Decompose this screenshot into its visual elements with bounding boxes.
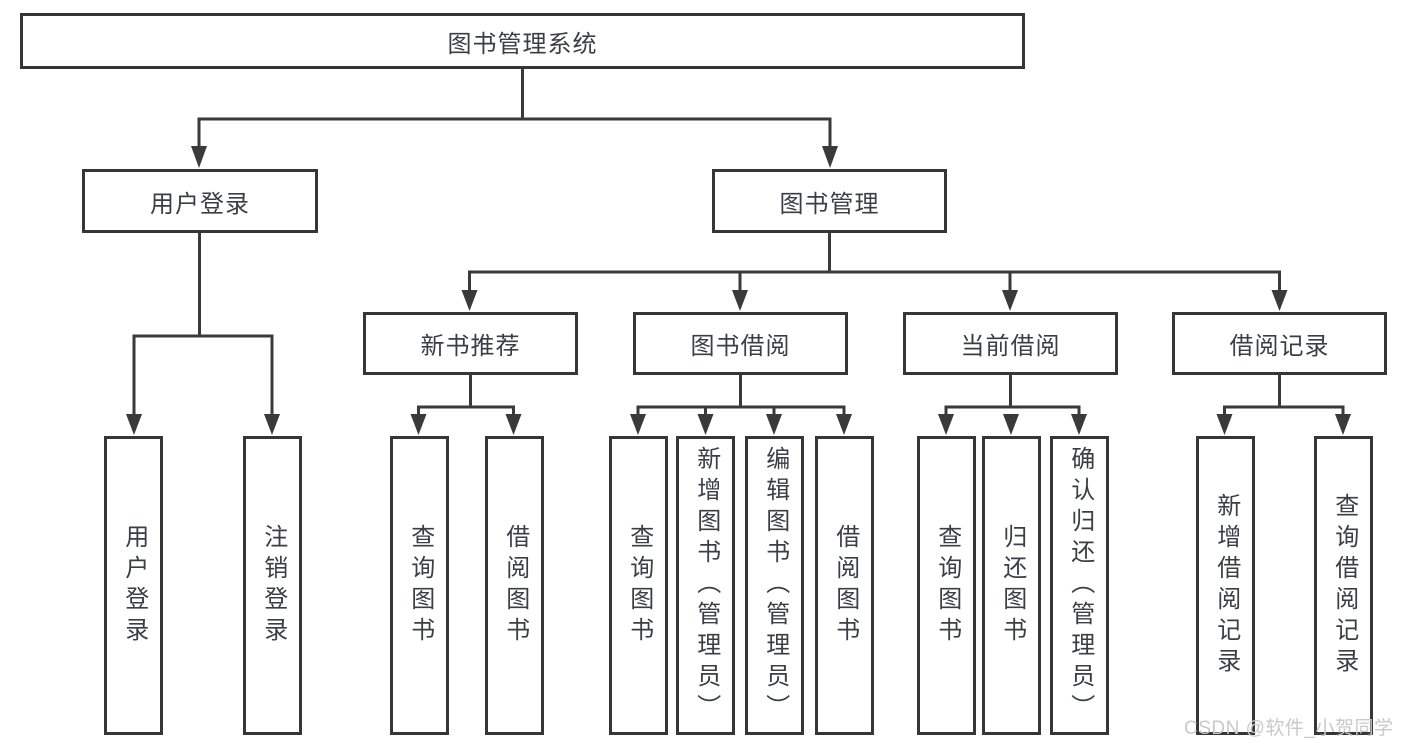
node-label: 借阅记录	[1229, 333, 1330, 360]
csdn-watermark: CSDN @软件_小贺同学	[1184, 718, 1394, 739]
node-label: 新增图书（管理员）	[692, 446, 720, 725]
node-label: 当前借阅	[960, 333, 1061, 360]
node-borrow-records: 借阅记录	[1172, 312, 1387, 375]
node-label: 借阅图书	[831, 523, 859, 648]
leaf-confirm-return-admin: 确认归还（管理员）	[1050, 436, 1109, 735]
node-label: 查询借阅记录	[1330, 492, 1358, 679]
node-book-borrow: 图书借阅	[633, 312, 848, 375]
leaf-return-books: 归还图书	[982, 436, 1041, 735]
leaf-query-books-1: 查询图书	[390, 436, 449, 735]
leaf-borrow-books-2: 借阅图书	[815, 436, 874, 735]
node-label: 确认归还（管理员）	[1066, 446, 1094, 725]
node-new-book-recommend: 新书推荐	[363, 312, 578, 375]
node-label: 注销登录	[259, 523, 287, 648]
node-library-management-system: 图书管理系统	[20, 13, 1025, 69]
node-label: 用户登录	[120, 523, 148, 648]
node-current-borrow: 当前借阅	[903, 312, 1118, 375]
node-label: 编辑图书（管理员）	[761, 446, 789, 725]
arrowheads	[126, 146, 1351, 435]
leaf-add-borrow-record: 新增借阅记录	[1196, 436, 1255, 735]
node-label: 用户登录	[150, 190, 250, 218]
leaf-edit-books-admin: 编辑图书（管理员）	[745, 436, 804, 735]
node-label: 图书借阅	[690, 333, 791, 360]
leaf-add-books-admin: 新增图书（管理员）	[676, 436, 735, 735]
node-book-management: 图书管理	[712, 169, 947, 233]
node-label: 查询图书	[933, 523, 961, 648]
leaf-query-borrow-record: 查询借阅记录	[1314, 436, 1373, 735]
leaf-user-login: 用户登录	[104, 436, 163, 735]
node-label: 归还图书	[998, 523, 1026, 648]
leaf-query-books-2: 查询图书	[609, 436, 668, 735]
node-label: 借阅图书	[501, 523, 529, 648]
node-label: 图书管理系统	[447, 30, 598, 58]
leaf-query-books-3: 查询图书	[917, 436, 976, 735]
node-label: 图书管理	[779, 190, 880, 218]
leaf-logout: 注销登录	[243, 436, 302, 735]
node-label: 新增借阅记录	[1212, 492, 1240, 679]
node-label: 查询图书	[406, 523, 434, 648]
node-label: 新书推荐	[420, 333, 521, 360]
node-label: 查询图书	[625, 523, 653, 648]
node-user-login: 用户登录	[82, 169, 318, 233]
leaf-borrow-books-1: 借阅图书	[485, 436, 544, 735]
